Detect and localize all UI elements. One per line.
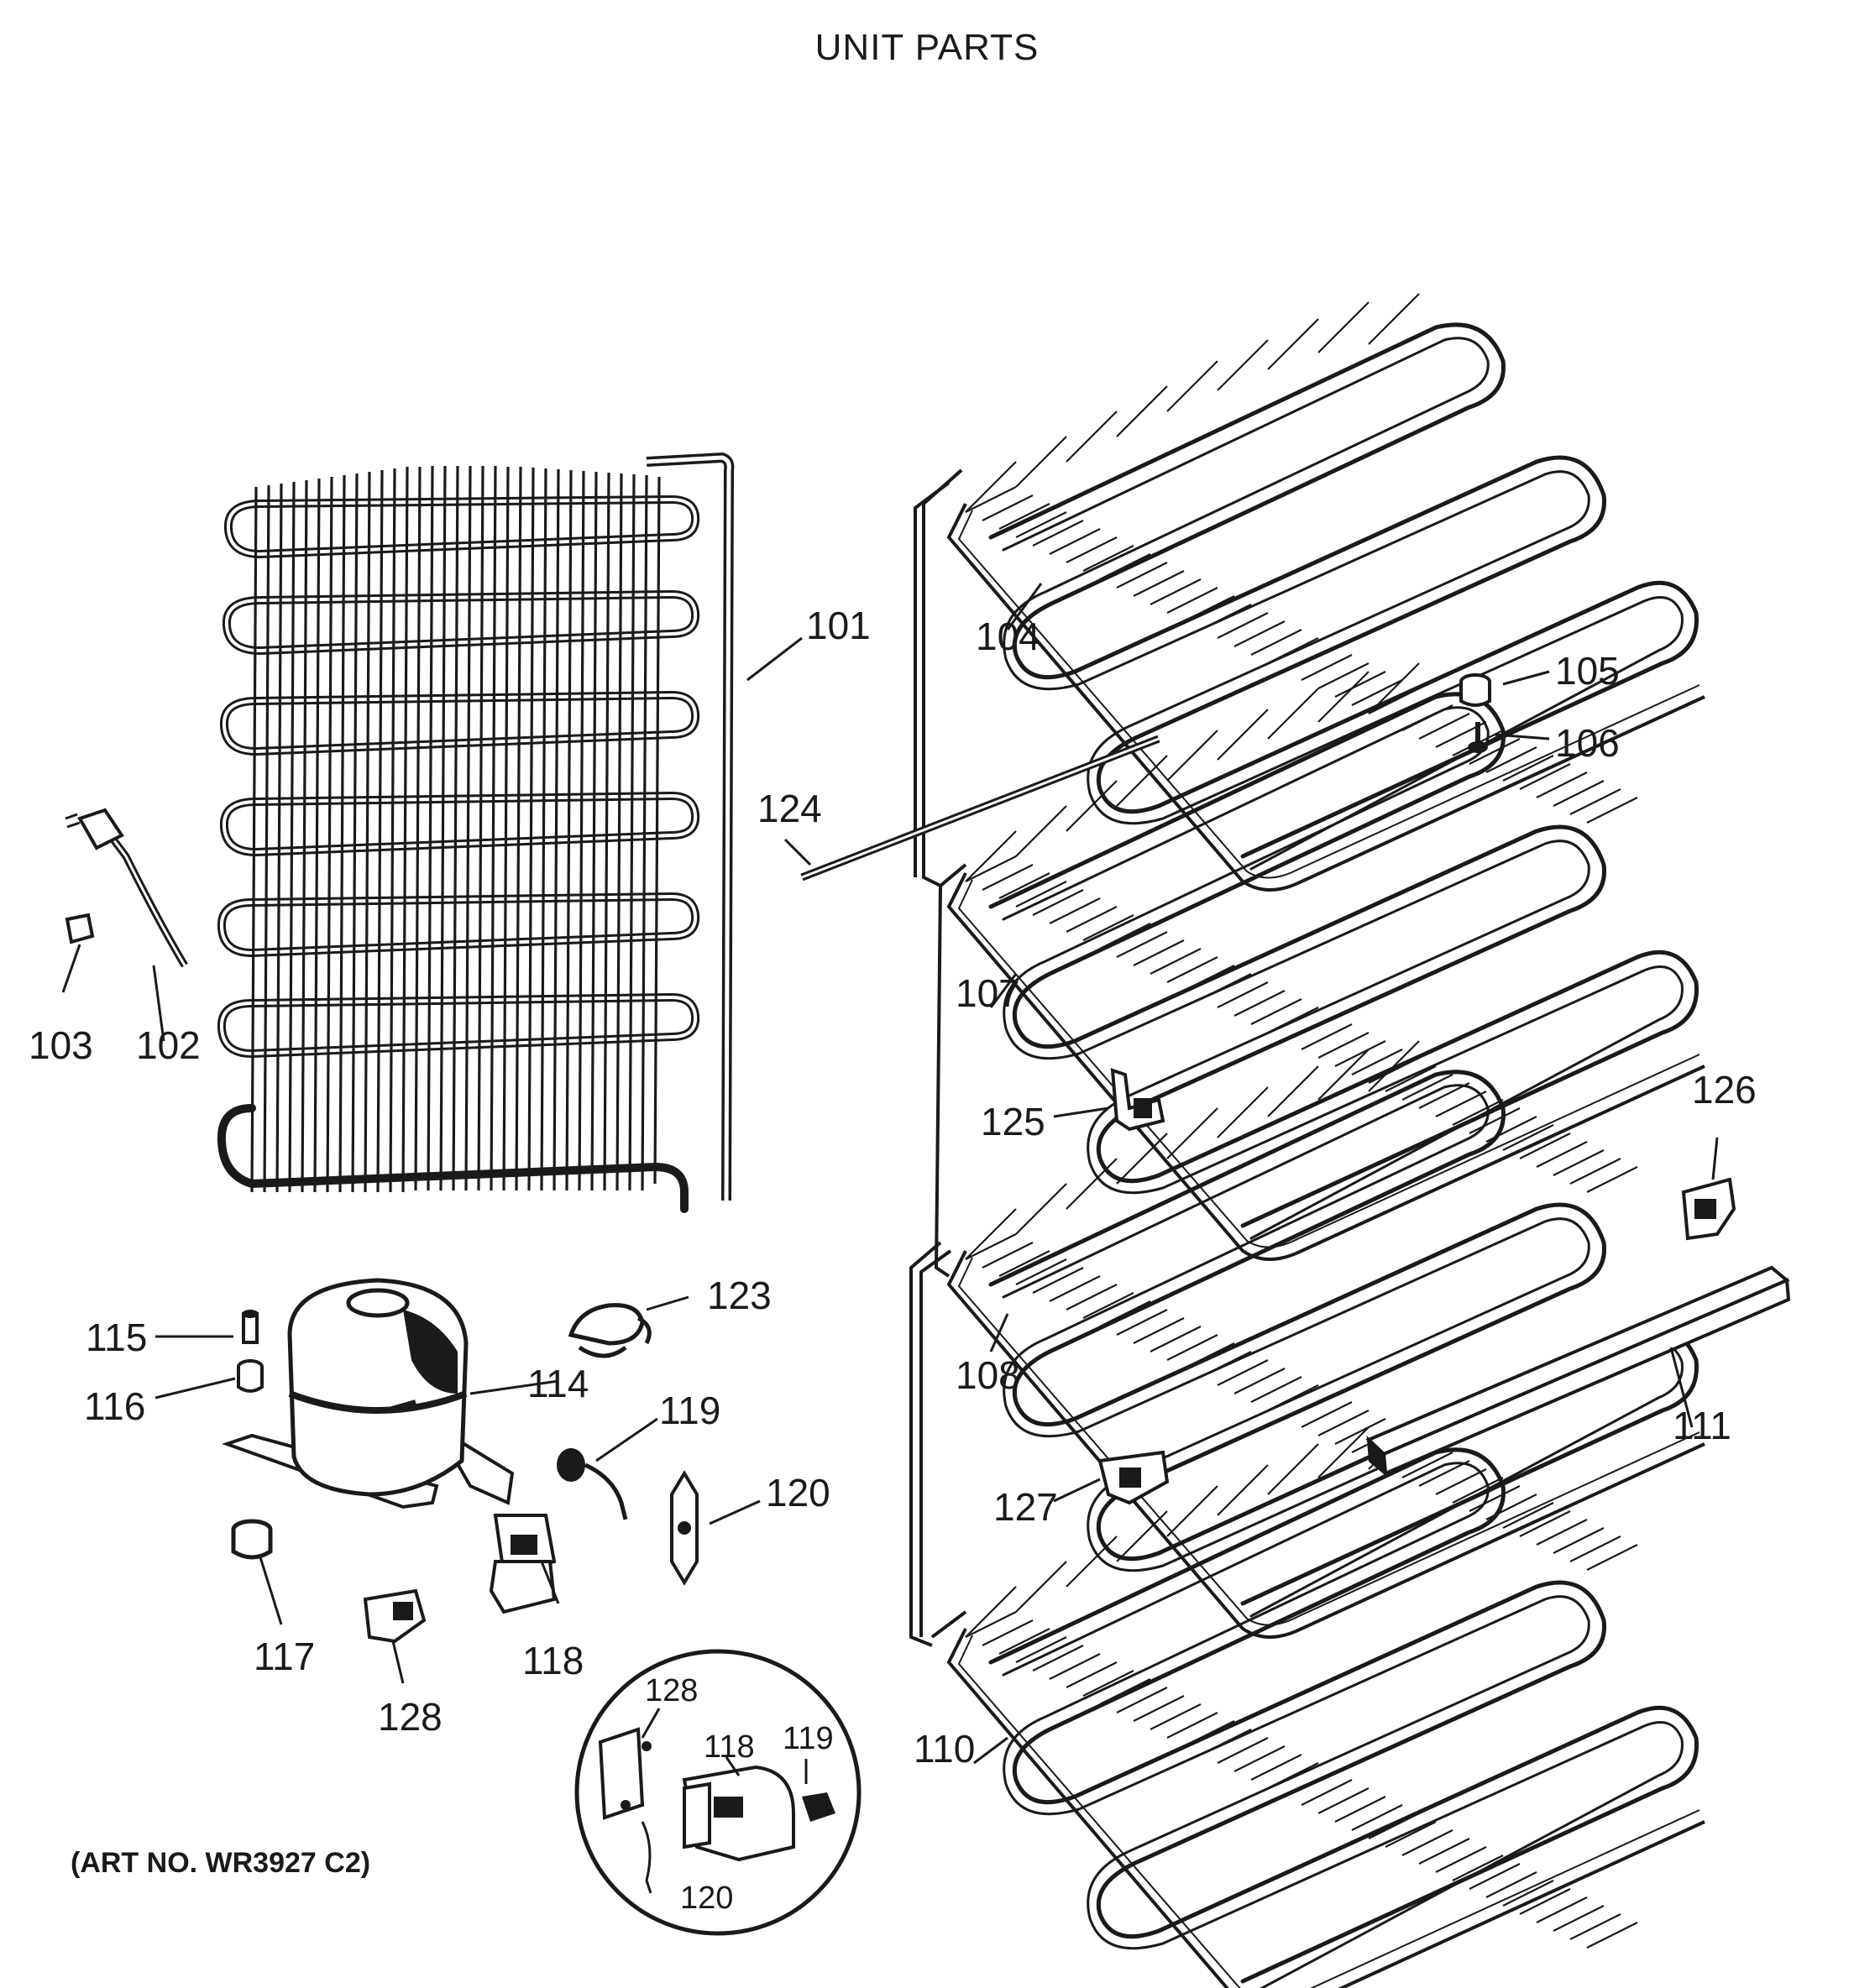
callout-120: 120: [766, 1471, 830, 1515]
inset-callout-118: 118: [704, 1729, 755, 1765]
part-103-cap: [65, 913, 95, 944]
inset-callout-128: 128: [645, 1673, 699, 1708]
callout-124: 124: [757, 787, 822, 830]
part-105: [1459, 673, 1491, 707]
callout-111: 111: [1673, 1404, 1731, 1447]
evaporator-shelf-110: [949, 1419, 1705, 1988]
callout-101: 101: [806, 604, 871, 647]
callout-119: 119: [659, 1389, 721, 1432]
callout-103: 103: [29, 1023, 93, 1067]
callout-110: 110: [914, 1727, 976, 1771]
callout-116: 116: [84, 1384, 146, 1428]
diagram-title: UNIT PARTS: [814, 27, 1040, 68]
part-126-clip: [1681, 1177, 1736, 1241]
callout-123: 123: [707, 1274, 772, 1317]
callout-105: 105: [1555, 649, 1620, 693]
callout-104: 104: [976, 615, 1040, 658]
callout-128: 128: [378, 1695, 443, 1739]
callout-126: 126: [1692, 1068, 1757, 1112]
callout-127: 127: [993, 1485, 1058, 1529]
callout-118: 118: [522, 1639, 584, 1682]
callout-125: 125: [981, 1100, 1045, 1143]
part-123-clip: [568, 1303, 652, 1358]
part-125-bracket: [1110, 1068, 1165, 1132]
evaporator-shelf-104: [949, 294, 1705, 890]
inset-callout-119: 119: [783, 1721, 834, 1756]
part-118-relay: [489, 1514, 557, 1614]
callout-115: 115: [86, 1316, 148, 1359]
compressor-114: [221, 1278, 515, 1509]
part-102-power-cord: [65, 808, 188, 968]
callout-106: 106: [1555, 721, 1620, 765]
evaporator-risers: [909, 468, 967, 1647]
part-127-bracket: [1097, 1450, 1170, 1505]
callout-102: 102: [136, 1023, 201, 1067]
inset-callout-120: 120: [680, 1881, 734, 1916]
evaporator-shelf-108: [949, 1041, 1705, 1637]
condenser-coil: [217, 452, 735, 1213]
callout-107: 107: [956, 971, 1020, 1015]
part-106-screw: [1468, 722, 1488, 753]
part-128-cover: [363, 1588, 427, 1644]
callout-108: 108: [956, 1353, 1020, 1397]
detail-inset: [574, 1649, 862, 1936]
suction-tube-124: [800, 735, 1160, 882]
callout-114: 114: [527, 1362, 589, 1405]
leader-lines: [61, 583, 1719, 1784]
part-116-grommet: [237, 1359, 264, 1393]
part-111-bar: [1365, 1265, 1791, 1478]
art-number: (ART NO. WR3927 C2): [71, 1847, 371, 1879]
part-119-overload: [557, 1448, 628, 1520]
part-115-bolt: [242, 1310, 259, 1344]
part-120-bracket: [670, 1470, 699, 1586]
callout-117: 117: [254, 1635, 316, 1678]
part-117-grommet: [231, 1519, 273, 1560]
